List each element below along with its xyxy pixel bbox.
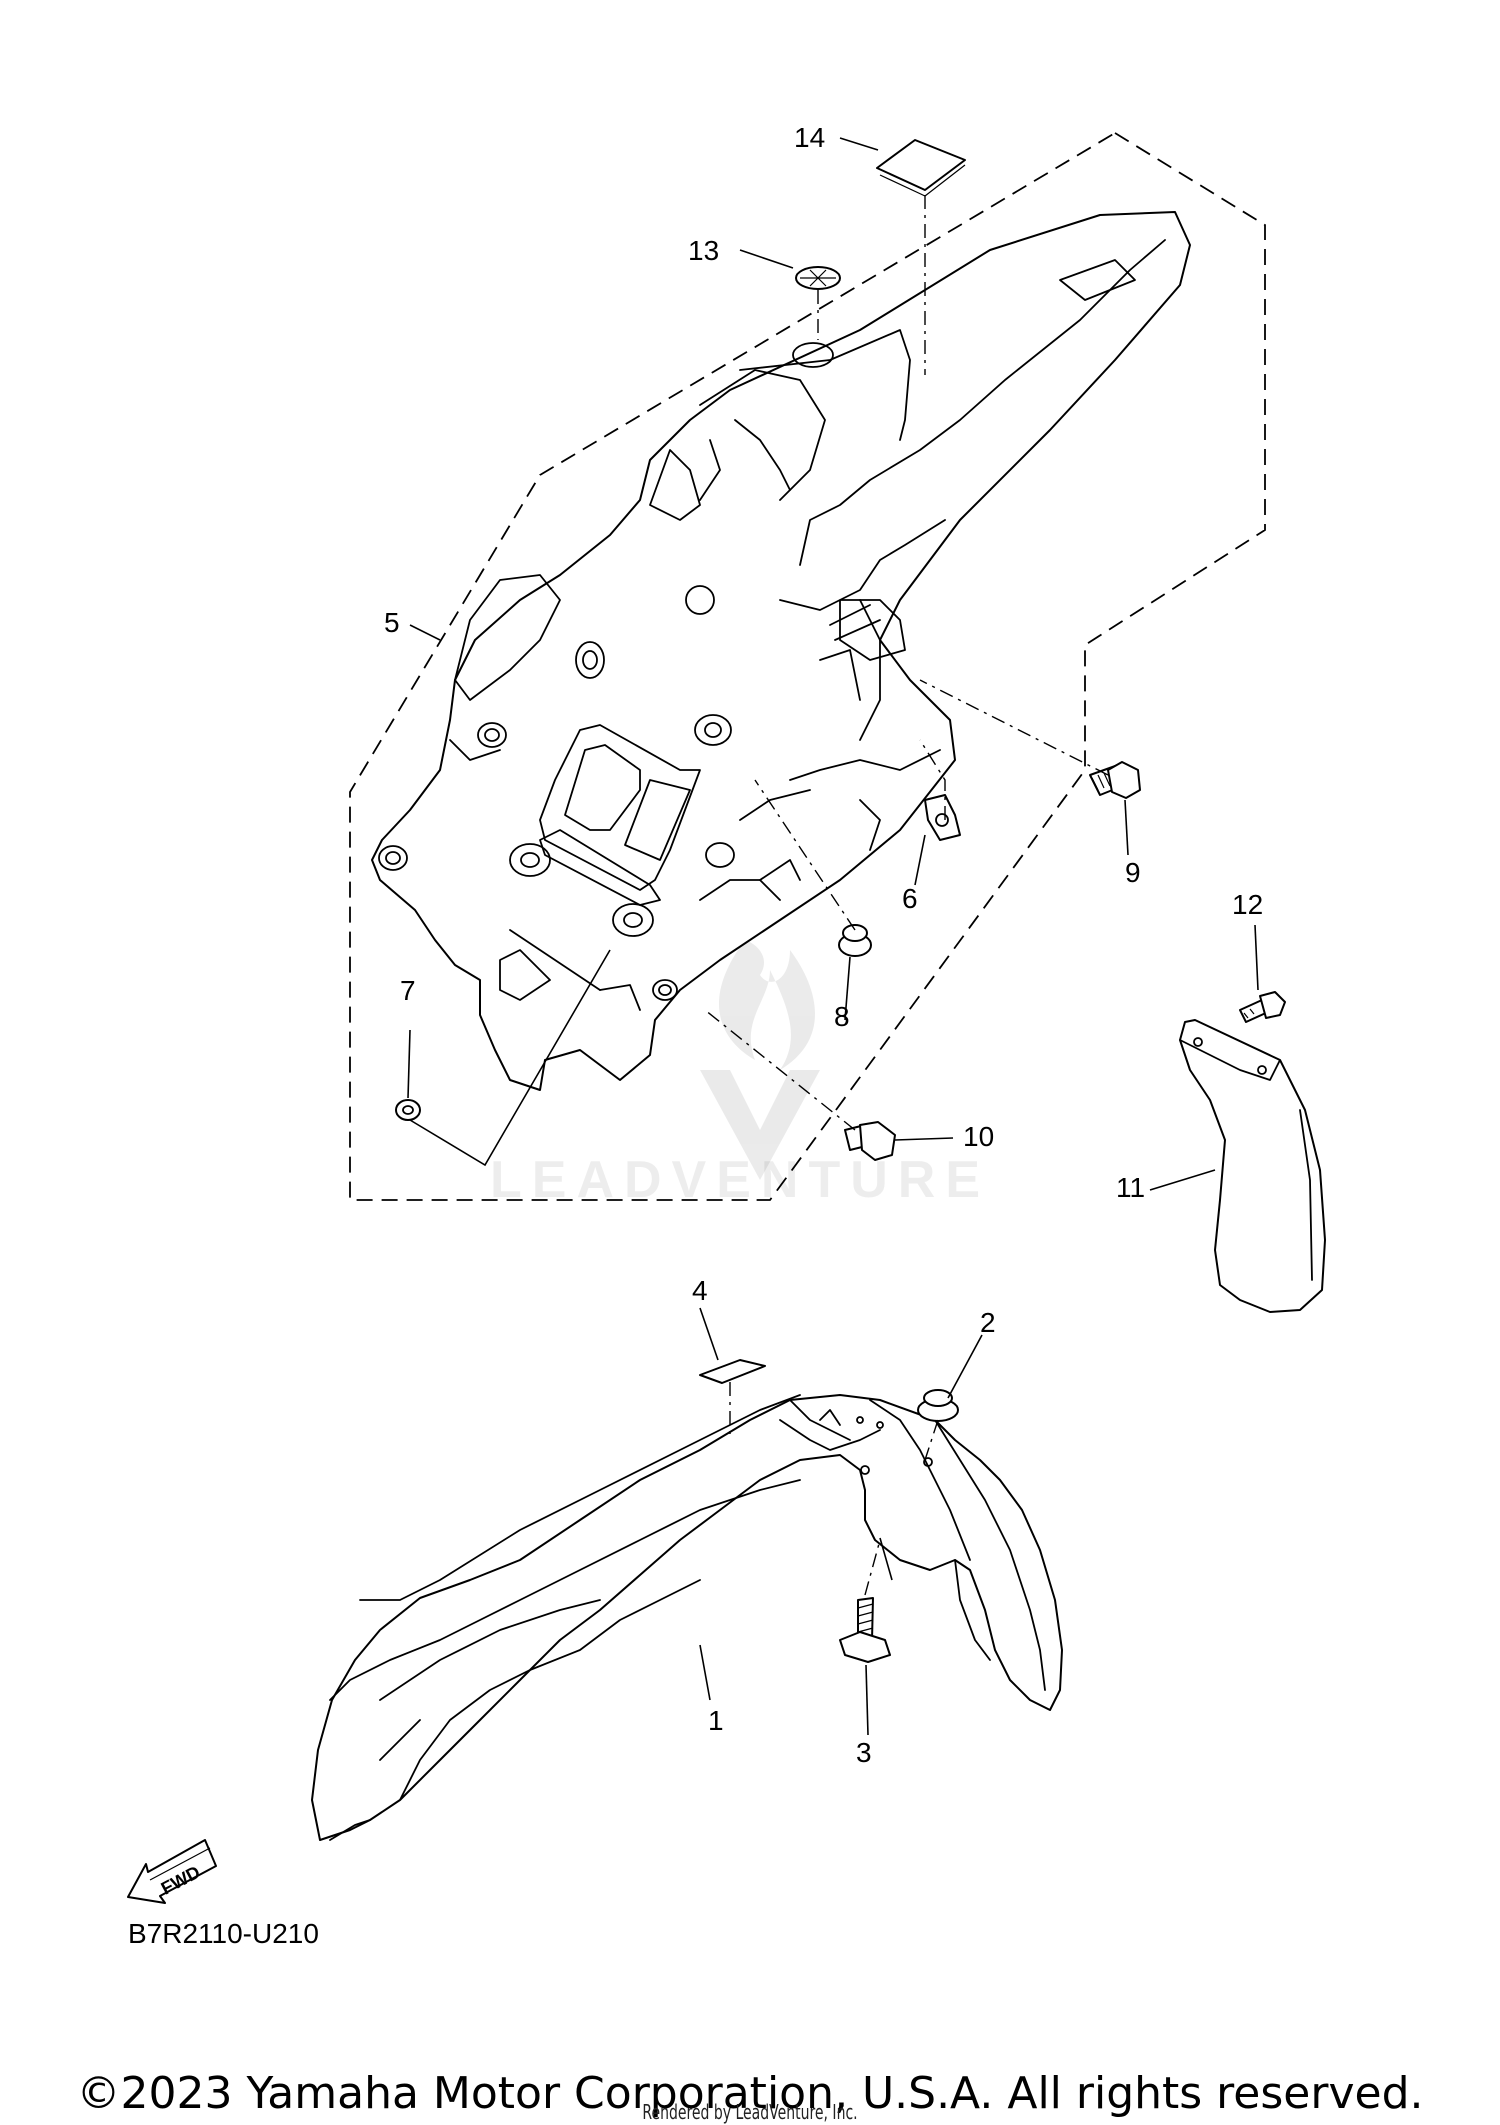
copyright-notice: ©2023 Yamaha Motor Corporation, U.S.A. A…	[76, 2068, 1424, 2119]
bolt-10	[844, 1121, 896, 1161]
assembly-5-dashed-outline	[349, 131, 1266, 1201]
grommet-8	[838, 924, 872, 957]
diagram-code: B7R2110-U210	[128, 1918, 319, 1949]
callout-8: 8	[834, 1001, 850, 1032]
callout-4: 4	[692, 1275, 708, 1306]
callout-10: 10	[963, 1121, 994, 1152]
label-14	[876, 139, 966, 197]
front-fender	[311, 1394, 1063, 1841]
grommet-2	[917, 1389, 959, 1422]
callout-6: 6	[902, 883, 918, 914]
callouts: 14 13 5 6 7 8 9 10 11 12 4 2 1 3	[384, 122, 1263, 1768]
fwd-arrow-icon: FWD	[127, 1839, 217, 1904]
label-4	[699, 1359, 766, 1384]
callout-14: 14	[794, 122, 825, 153]
callout-2: 2	[980, 1307, 996, 1338]
callout-1: 1	[708, 1705, 724, 1736]
watermark-logo	[700, 940, 820, 1180]
callout-13: 13	[688, 235, 719, 266]
mud-flap-11	[1179, 1019, 1326, 1313]
callout-7: 7	[400, 975, 416, 1006]
watermark-text: LEADVENTURE	[490, 1151, 991, 1209]
bolt-9	[1089, 761, 1141, 799]
callout-12: 12	[1232, 889, 1263, 920]
leader-lines	[407, 137, 1259, 1736]
emblem-13	[795, 266, 841, 290]
callout-5: 5	[384, 607, 400, 638]
rendered-by-notice: Rendered by LeadVenture, Inc.	[642, 2100, 858, 2124]
bolt-3	[839, 1597, 891, 1663]
centerlines	[704, 195, 1109, 1596]
callout-9: 9	[1125, 857, 1141, 888]
rear-fender	[371, 211, 1191, 1091]
callout-3: 3	[856, 1737, 872, 1768]
nut-6	[924, 794, 961, 841]
callout-11: 11	[1116, 1172, 1145, 1203]
screw-12	[1239, 991, 1286, 1023]
washer-7	[395, 1099, 421, 1121]
